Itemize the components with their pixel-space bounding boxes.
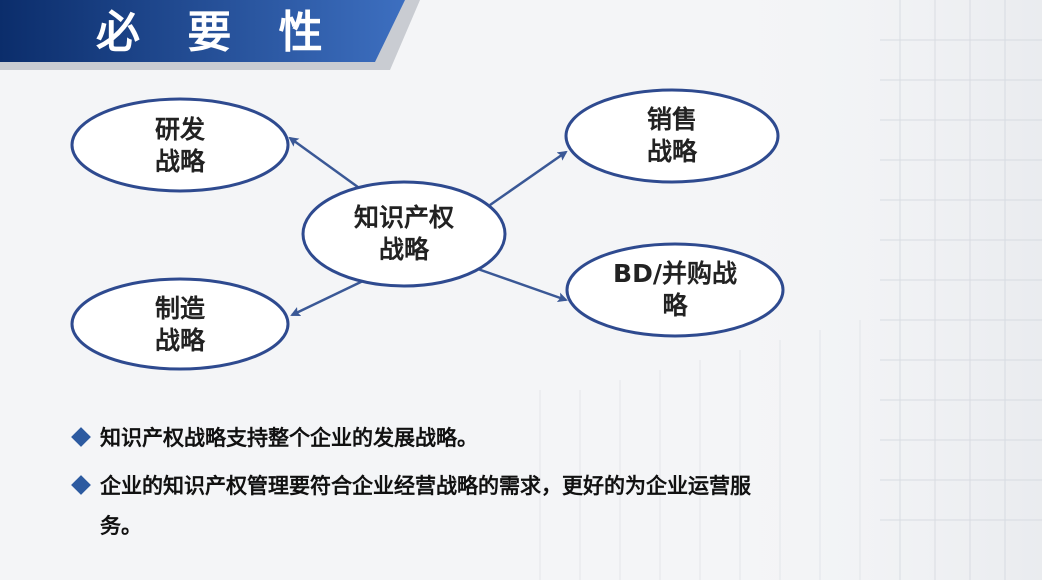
bd-node-line2: 略 bbox=[662, 291, 688, 320]
rd-strategy-node: 研发 战略 bbox=[70, 97, 290, 193]
sales-node-line2: 战略 bbox=[647, 137, 698, 166]
bullet-item: 知识产权战略支持整个企业的发展战略。 bbox=[71, 418, 792, 458]
manufacturing-node-line1: 制造 bbox=[155, 294, 205, 323]
bullet-text: 企业的知识产权管理要符合企业经营战略的需求，更好的为企业运营服务。 bbox=[100, 474, 751, 538]
diamond-bullet-icon bbox=[71, 427, 91, 447]
bd-node-line1: BD/并购战 bbox=[613, 259, 737, 288]
sales-strategy-node: 销售 战略 bbox=[564, 88, 780, 184]
sales-node-line1: 销售 bbox=[647, 105, 697, 134]
center-node-line1: 知识产权 bbox=[354, 203, 454, 232]
arrow-to-sales bbox=[489, 150, 568, 207]
manufacturing-strategy-node: 制造 战略 bbox=[70, 277, 290, 371]
page-title: 必 要 性 bbox=[96, 7, 339, 58]
bd-acquisition-strategy-node: BD/并购战 略 bbox=[565, 242, 785, 338]
bullet-list: 知识产权战略支持整个企业的发展战略。 企业的知识产权管理要符合企业经营战略的需求… bbox=[71, 418, 792, 546]
title-banner bbox=[0, 0, 420, 70]
rd-node-line2: 战略 bbox=[155, 147, 206, 176]
arrow-to-rd bbox=[288, 136, 363, 192]
center-node: 知识产权 战略 bbox=[301, 180, 507, 288]
bullet-item: 企业的知识产权管理要符合企业经营战略的需求，更好的为企业运营服务。 bbox=[71, 466, 792, 546]
diamond-bullet-icon bbox=[71, 475, 91, 495]
rd-node-line1: 研发 bbox=[155, 115, 205, 144]
center-node-line2: 战略 bbox=[379, 235, 430, 264]
manufacturing-node-line2: 战略 bbox=[155, 326, 206, 355]
bullet-text: 知识产权战略支持整个企业的发展战略。 bbox=[100, 426, 478, 450]
arrow-to-bd bbox=[474, 266, 568, 303]
arrow-to-manufacturing bbox=[290, 278, 366, 317]
